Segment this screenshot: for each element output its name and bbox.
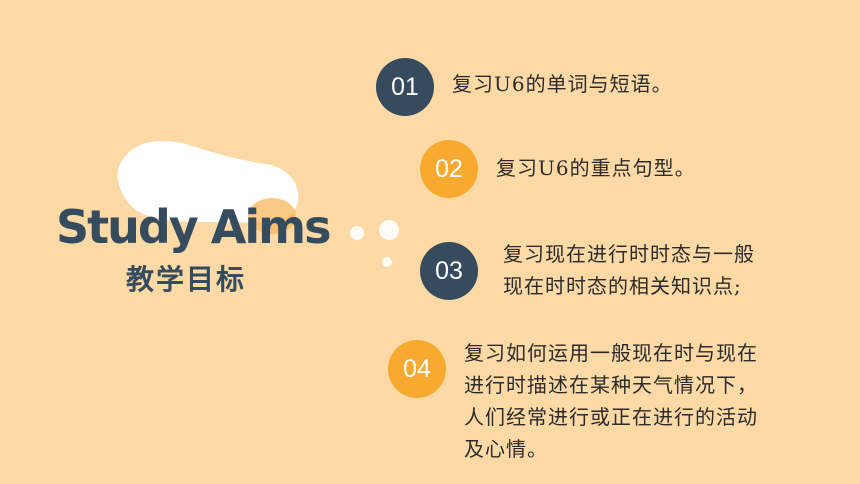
aim-text-line: 人们经常进行或正在进行的活动 bbox=[464, 405, 758, 429]
aim-number-badge: 01 bbox=[376, 58, 434, 116]
decorative-dots bbox=[350, 220, 399, 267]
aim-text: 复习如何运用一般现在时与现在 进行时描述在某种天气情况下， 人们经常进行或正在进… bbox=[464, 337, 758, 465]
aim-text-line: 复习现在进行时时态与一般 bbox=[503, 242, 755, 266]
aim-text-line: 现在时时态的相关知识点; bbox=[503, 274, 742, 298]
title-chinese: 教学目标 bbox=[126, 263, 247, 296]
decorative-blob bbox=[117, 141, 299, 234]
aim-text-line: 及心情。 bbox=[464, 437, 548, 461]
aim-text: 复习现在进行时时态与一般 现在时时态的相关知识点; bbox=[503, 238, 755, 302]
aim-text-line: 进行时描述在某种天气情况下， bbox=[464, 373, 758, 397]
aim-text: 复习U6的单词与短语。 bbox=[452, 68, 673, 100]
aim-text-line: 复习如何运用一般现在时与现在 bbox=[464, 341, 758, 365]
aim-text: 复习U6的重点句型。 bbox=[496, 152, 696, 184]
aim-text-line: 复习U6的单词与短语。 bbox=[452, 72, 673, 96]
aim-number-badge: 02 bbox=[420, 140, 478, 198]
aim-number-badge: 03 bbox=[420, 242, 478, 300]
aim-text-line: 复习U6的重点句型。 bbox=[496, 156, 696, 180]
title-english: Study Aims bbox=[56, 200, 331, 254]
aim-number-badge: 04 bbox=[388, 340, 446, 398]
